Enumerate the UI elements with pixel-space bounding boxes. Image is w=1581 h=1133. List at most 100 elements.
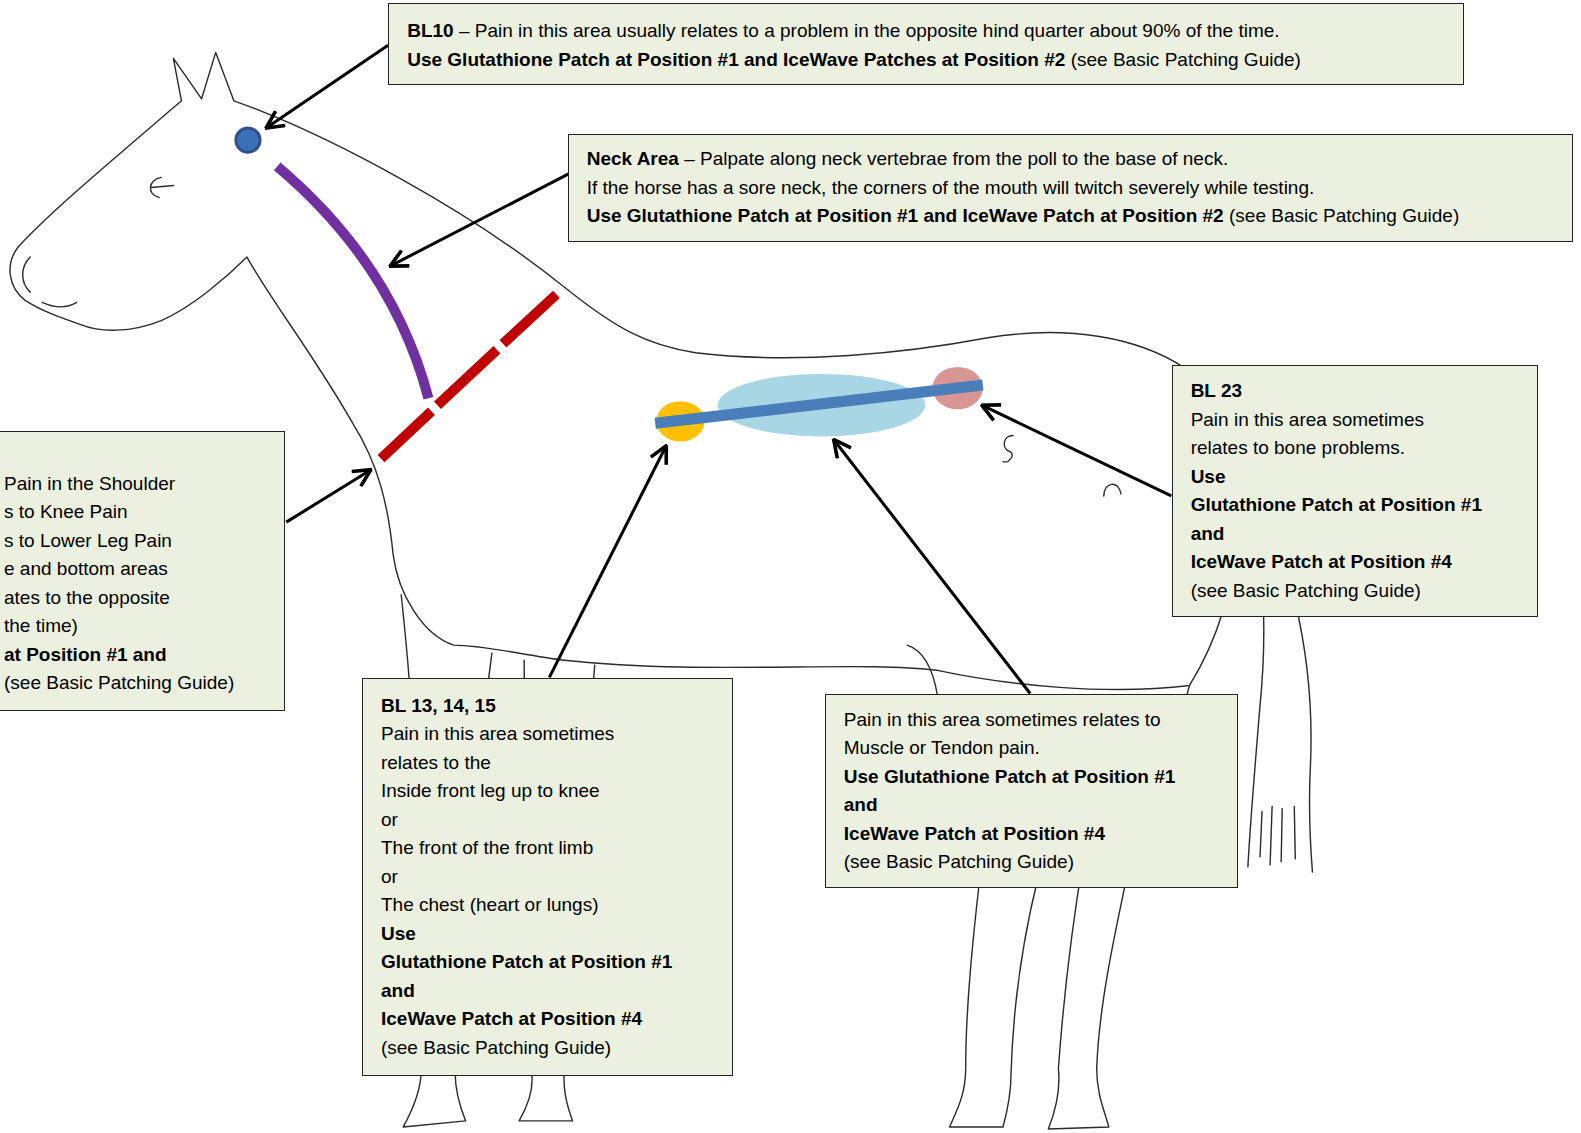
instruction-text: IceWave Patch at Position #4 [381,1008,642,1029]
text-line: Pain in this area sometimes relates to t… [381,720,714,777]
text-line: ates to the opposite [4,584,266,613]
text-line: If the horse has a sore neck, the corner… [587,174,1554,203]
text-line: (see Basic Patching Guide) [844,848,1219,877]
bl10-point [236,128,260,152]
text-line: Glutathione Patch at Position #1 [1191,491,1519,520]
body-text: The front of the front limb [381,837,593,858]
body-text: (see Basic Patching Guide) [1229,205,1459,226]
text-line: BL 13, 14, 15 [381,692,714,721]
instruction-text: Neck Area [587,148,679,169]
text-line: The chest (heart or lungs) [381,891,714,920]
body-text: – Palpate along neck vertebrae from the … [684,148,1228,169]
text-line: IceWave Patch at Position #4 [1191,548,1519,577]
instruction-text: BL 13, 14, 15 [381,695,496,716]
leader-arrow [266,45,388,128]
text-line: (see Basic Patching Guide) [4,669,266,698]
body-text: s to Knee Pain [4,501,128,522]
text-line: Use Glutathione Patch at Position #1 [844,763,1219,792]
body-text: Pain in the Shoulder [4,473,175,494]
leader-arrow [286,470,371,522]
text-line: Use Glutathione Patch at Position #1 and… [587,202,1554,231]
text-line: or [381,806,714,835]
neck-band [277,166,428,398]
instruction-text: BL 23 [1191,380,1242,401]
horse-muscle-line [1003,435,1013,462]
callout-box: Pain in the Shoulder s to Knee Pain s to L… [0,431,285,711]
text-line: Pain in this area sometimes relates to b… [1191,406,1519,463]
callout-box: BL 13, 14, 15 Pain in this area sometimes… [362,678,733,1076]
instruction-text: Use [381,923,416,944]
text-line: Pain in the Shoulder [4,470,266,499]
instruction-text: Glutathione Patch at Position #1 [381,951,672,972]
text-line: BL10 – Pain in this area usually relates … [407,17,1445,46]
text-line: (see Basic Patching Guide) [1191,577,1519,606]
shoulder-band [381,411,431,458]
body-text: (see Basic Patching Guide) [4,672,234,693]
text-line: IceWave Patch at Position #4 [381,1005,714,1034]
text-line: s to Lower Leg Pain [4,527,266,556]
shoulder-band [503,294,556,343]
leader-arrow [982,405,1172,496]
body-text: the time) [4,615,78,636]
text-line: e and bottom areas [4,555,266,584]
instruction-text: and [1191,523,1225,544]
body-text: ates to the opposite [4,587,170,608]
body-text: The chest (heart or lungs) [381,894,599,915]
text-line: s to Knee Pain [4,498,266,527]
body-text: (see Basic Patching Guide) [1071,49,1301,70]
text-line: The front of the front limb [381,834,714,863]
text-line: and [1191,520,1519,549]
leader-arrow [834,439,1031,693]
instruction-text: and [381,980,415,1001]
instruction-text: at Position #1 and [4,644,167,665]
callout-box: Neck Area– Palpate along neck vertebrae … [568,134,1573,242]
text-line: Use [381,920,714,949]
instruction-text: IceWave Patch at Position #4 [844,823,1105,844]
horse-muscle-line [1104,484,1121,496]
body-text: Pain in this area sometimes relates to M… [844,706,1189,763]
instruction-text: Glutathione Patch at Position #1 [1191,494,1482,515]
body-text: – Pain in this area usually relates to a… [459,20,1280,41]
body-text: (see Basic Patching Guide) [381,1037,611,1058]
text-line: (see Basic Patching Guide) [381,1034,714,1063]
instruction-text: Use [1191,466,1226,487]
text-line: and [381,977,714,1006]
body-text: Pain in this area sometimes relates to t… [381,720,643,777]
leader-arrow [390,173,569,266]
body-text: If the horse has a sore neck, the corner… [587,177,1315,198]
callout-box: BL10 – Pain in this area usually relates … [388,3,1464,85]
tail-hair [1260,806,1295,864]
callout-box: Pain in this area sometimes relates to M… [825,694,1238,889]
instruction-text: Use Glutathione Patch at Position #1 and… [407,49,1065,70]
instruction-text: BL10 [407,20,453,41]
text-line: Use [1191,463,1519,492]
body-text: (see Basic Patching Guide) [1191,580,1421,601]
instruction-text: Use Glutathione Patch at Position #1 [844,766,1176,787]
body-text: Inside front leg up to knee [381,780,600,801]
body-text: (see Basic Patching Guide) [844,851,1074,872]
body-text: Pain in this area sometimes relates to b… [1191,406,1453,463]
horse-eye [150,177,173,197]
text-line: Neck Area– Palpate along neck vertebrae … [587,145,1554,174]
instruction-text: IceWave Patch at Position #4 [1191,551,1452,572]
text-line: and [844,791,1219,820]
text-line: Inside front leg up to knee [381,777,714,806]
body-text: e and bottom areas [4,558,168,579]
spine-band [655,385,983,423]
body-text: or [381,809,398,830]
text-line: Pain in this area sometimes relates to M… [844,706,1219,763]
instruction-text: and [844,794,878,815]
text-line: or [381,863,714,892]
horse-mouth [42,302,76,307]
text-line: IceWave Patch at Position #4 [844,820,1219,849]
leader-arrow [549,446,666,678]
horse-stifle-line [907,645,937,695]
body-text: s to Lower Leg Pain [4,530,172,551]
text-line: Use Glutathione Patch at Position #1 and… [407,46,1445,75]
callout-box: BL 23 Pain in this area sometimes relates… [1172,365,1538,617]
instruction-text: Use Glutathione Patch at Position #1 and… [587,205,1224,226]
shoulder-band [437,350,496,405]
text-line: BL 23 [1191,377,1519,406]
text-line: Glutathione Patch at Position #1 [381,948,714,977]
text-line: the time) [4,612,266,641]
